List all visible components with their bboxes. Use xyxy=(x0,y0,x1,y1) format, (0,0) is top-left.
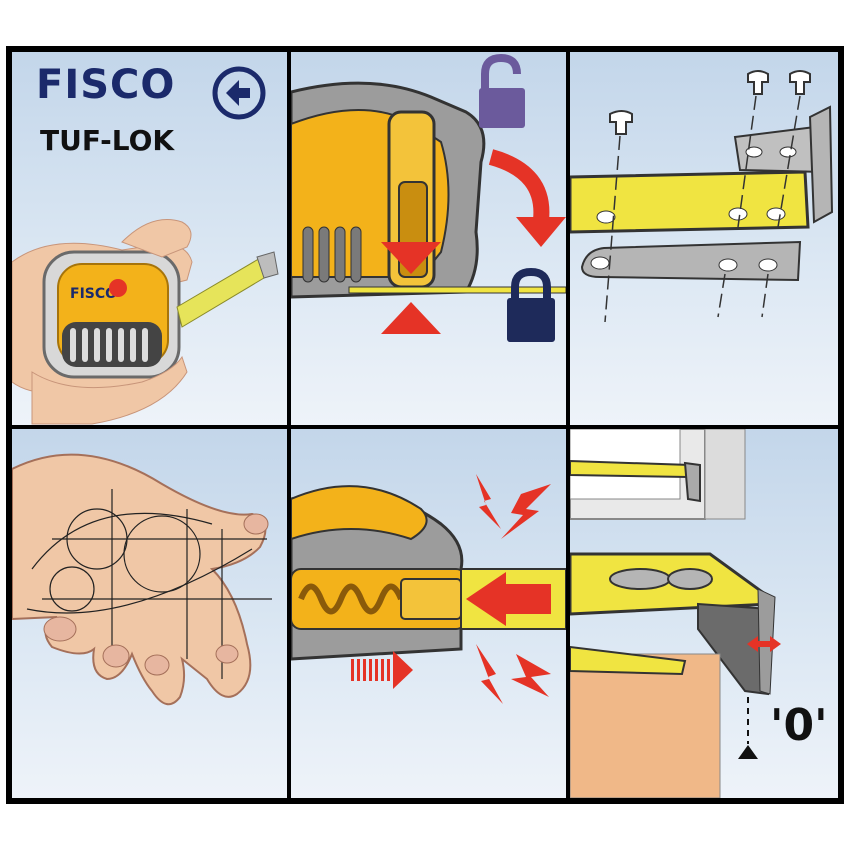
panel-shock-absorber xyxy=(291,429,566,798)
tape-body-label: FISCO xyxy=(70,286,117,302)
clamp-arrow-down-icon xyxy=(381,242,441,274)
rivet-icon xyxy=(609,70,811,135)
panel-true-zero xyxy=(570,429,838,798)
double-arrow-icon xyxy=(747,636,781,652)
lock-icon xyxy=(507,267,555,342)
panel-rivet-hook xyxy=(570,52,838,425)
panel-brand-photo: FISCO xyxy=(12,52,287,425)
clamp-arrow-up-icon xyxy=(381,302,441,334)
unlock-icon xyxy=(479,53,525,128)
impact-arrow-icon xyxy=(466,572,551,626)
curved-arrow-icon xyxy=(488,149,566,247)
zero-point-label: '0' xyxy=(770,700,828,751)
brand-name: FISCO xyxy=(36,62,176,108)
pointer-triangle-icon xyxy=(738,745,758,759)
product-name: TUF-LOK xyxy=(40,124,175,157)
lightning-icon xyxy=(476,474,551,704)
motion-arrow-icon xyxy=(351,651,413,689)
fisco-swirl-logo-icon xyxy=(212,66,266,120)
panel-lock-mechanism xyxy=(291,52,566,425)
tape-measure-photo: FISCO xyxy=(42,250,279,379)
panel-ergonomic-hand xyxy=(12,429,287,798)
